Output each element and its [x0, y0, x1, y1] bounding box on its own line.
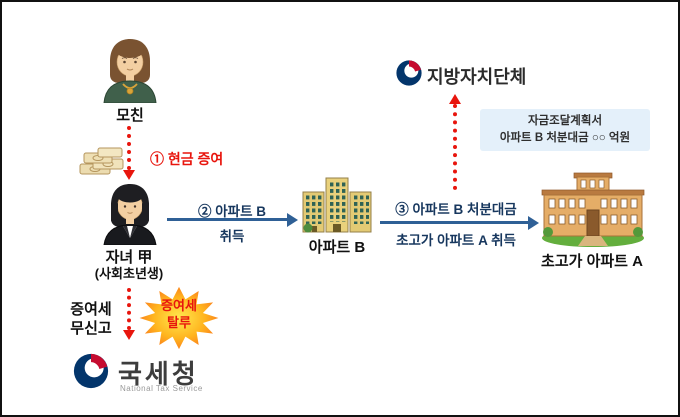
gift-arrow-head	[123, 170, 135, 180]
evasion-label: 증여세 탈루	[135, 298, 223, 332]
apartment-b-label: 아파트 B	[308, 239, 366, 256]
gift-tax-line1: 증여세	[70, 301, 112, 318]
mother-label: 모친	[116, 107, 144, 124]
gift-tax-line2: 무신고	[70, 319, 112, 337]
korea-government-emblem-icon	[396, 60, 422, 86]
step2-arrow	[167, 212, 298, 227]
step2-label-bottom: 취득	[219, 229, 245, 244]
no-report-arrow-head	[123, 330, 135, 340]
no-report-arrow-line	[127, 288, 131, 330]
nts-subtitle: National Tax Service	[120, 384, 203, 393]
step3-arrow	[380, 215, 539, 230]
step3-label-top: ③ 아파트 B 처분대금	[395, 202, 517, 217]
gift-tax-no-report-label: 증여세 무신고	[60, 301, 122, 339]
report-arrow-head	[449, 94, 461, 104]
report-arrow-line	[453, 104, 457, 190]
apartment-b-building-icon	[302, 177, 372, 233]
nts-emblem-icon	[73, 353, 109, 389]
child-person-icon	[103, 184, 157, 245]
evasion-line1: 증여세	[161, 298, 197, 313]
mother-person-icon	[103, 39, 157, 103]
evasion-starburst-icon	[139, 286, 219, 350]
nts-name: 국세청	[118, 359, 199, 389]
child-label: 자녀 甲	[105, 249, 153, 266]
funding-plan-box: 자금조달계획서 아파트 B 처분대금 ○○ 억원	[480, 109, 650, 151]
funding-plan-detail: 아파트 B 처분대금 ○○ 억원	[499, 132, 631, 144]
step2-label-top: ② 아파트 B	[197, 204, 266, 219]
cash-stack-icon	[79, 147, 124, 175]
local-gov-label: 지방자치단체	[427, 67, 527, 87]
step1-label: ① 현금 증여	[150, 151, 224, 167]
child-sublabel: (사회초년생)	[94, 266, 164, 281]
evasion-line2: 탈루	[167, 314, 191, 330]
luxury-apartment-a-building-icon	[541, 172, 645, 247]
gift-arrow-line	[127, 126, 131, 170]
step3-label-bottom: 초고가 아파트 A 취득	[396, 233, 516, 248]
apartment-a-label: 초고가 아파트 A	[541, 253, 643, 270]
funding-plan-title: 자금조달계획서	[527, 115, 603, 128]
